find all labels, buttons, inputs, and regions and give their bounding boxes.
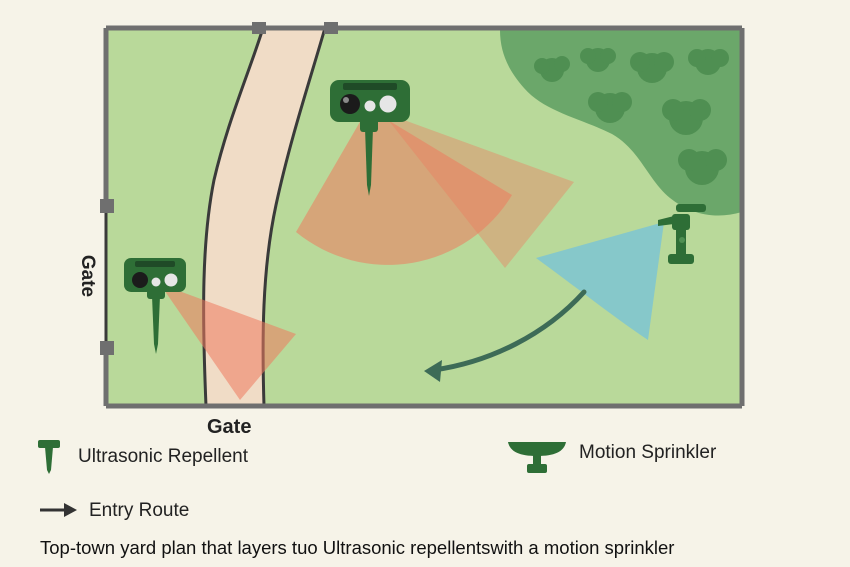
- entry-route-arrow: [424, 289, 587, 382]
- ultrasonic-repellent-left: [124, 258, 186, 354]
- legend-sprinkler: Motion Sprinkler: [579, 442, 716, 464]
- repellent-zone-top-a: [296, 108, 512, 265]
- repellent-zone-top-b: [382, 112, 574, 268]
- motion-sprinkler-icon: [508, 442, 566, 473]
- ultrasonic-repellent-top: [330, 80, 410, 196]
- motion-sprinkler: [658, 204, 706, 264]
- diagram-caption: Top-town yard plаn that layers tuo Ultra…: [40, 537, 675, 558]
- legend-route: Entry Route: [89, 500, 189, 522]
- repellent-zones: [160, 108, 574, 400]
- legend-route-label: Entry Route: [89, 500, 190, 521]
- gate-label-left: Gate: [77, 254, 98, 298]
- legend-repellent-label: Ultrasonic Repellent: [78, 446, 249, 467]
- yard-fence: [100, 22, 745, 409]
- arrow-right-icon: [40, 503, 77, 517]
- gate-label-bottom: Gate: [207, 416, 252, 438]
- ultrasonic-repellent-icon: [38, 440, 60, 474]
- legend-sprinkler-label: Motion Sprinkler: [579, 442, 717, 463]
- legend-repellent: Ultrasonic Repellent: [78, 446, 248, 468]
- tree-area: [500, 30, 742, 216]
- repellent-zone-left: [160, 284, 296, 400]
- sprinkler-spray-zone: [536, 222, 664, 340]
